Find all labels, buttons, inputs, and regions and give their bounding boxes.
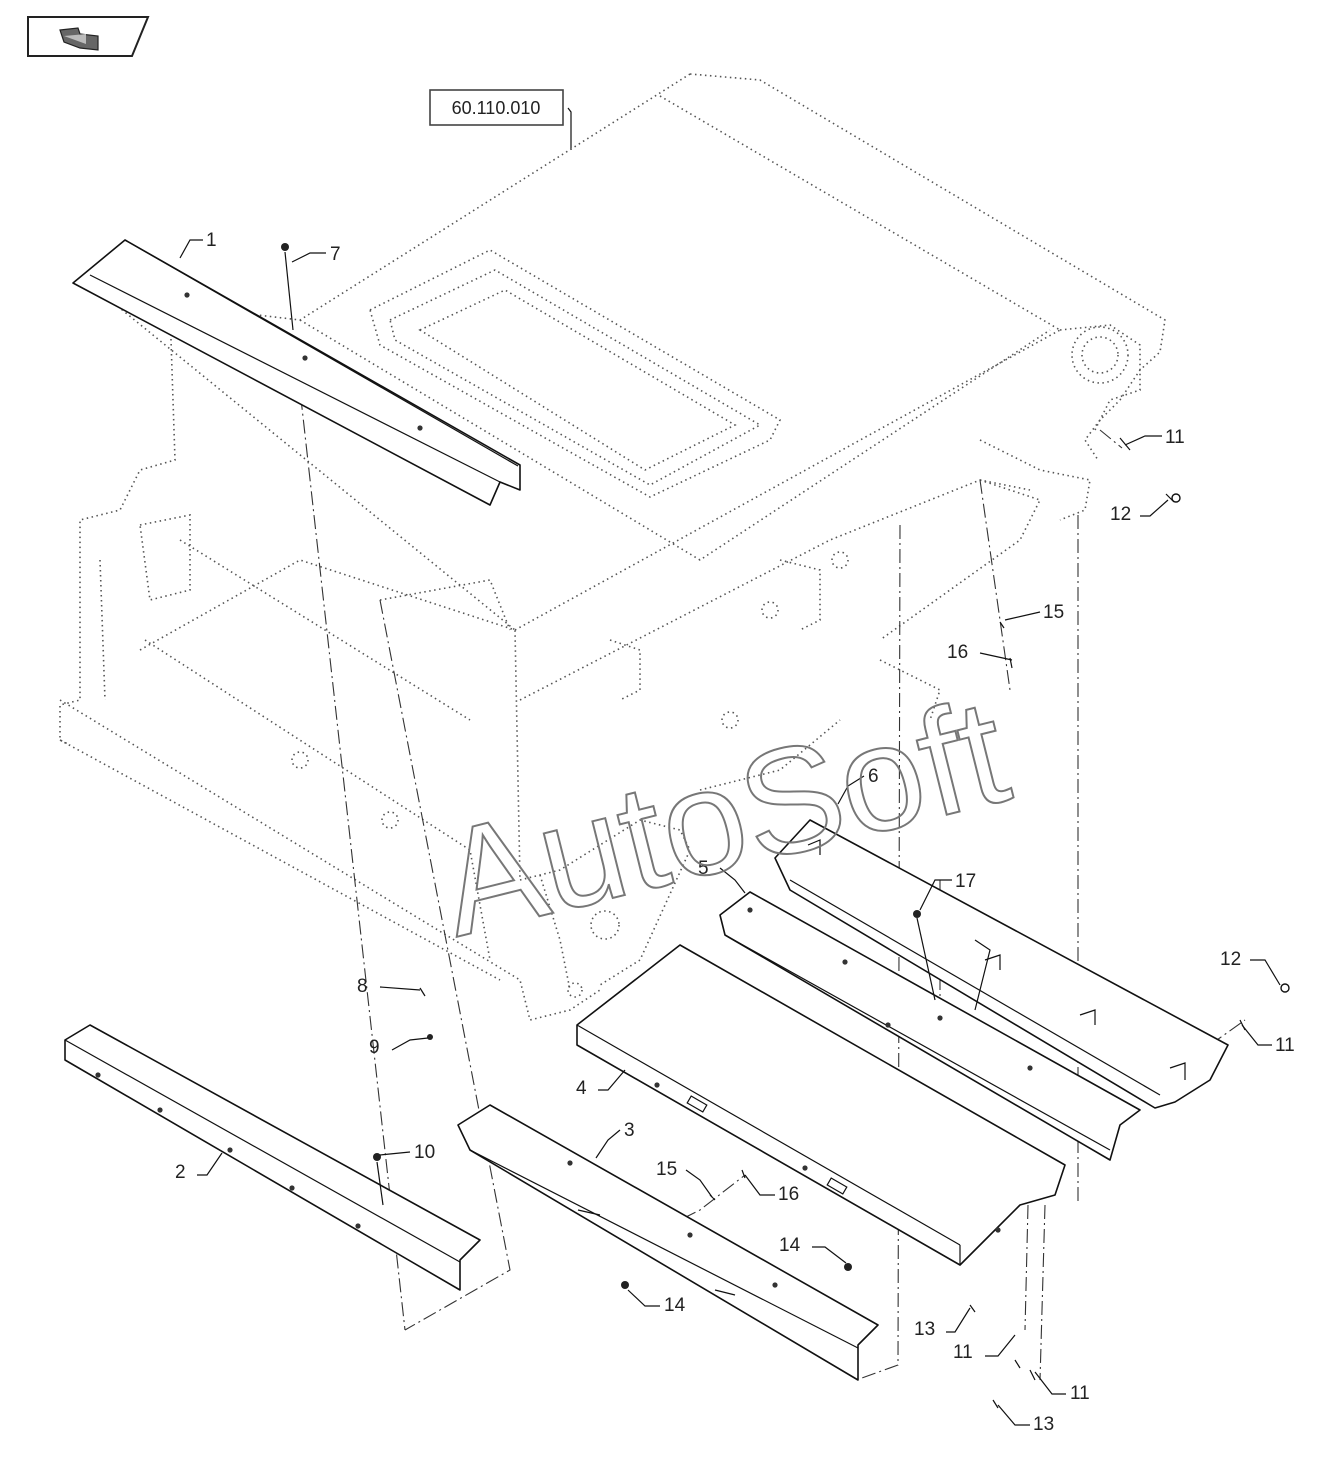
callout-12: 12 [1110,504,1131,525]
part-1-top-angle[interactable] [72,239,521,506]
bolt-7[interactable] [281,243,294,331]
callouts: 1 7 11 12 15 16 6 5 17 8 9 12 11 4 10 3 [175,230,1295,1435]
part-2-lower-angle[interactable] [64,1024,481,1291]
callout-11: 11 [1165,427,1185,448]
return-arrow-icon[interactable] [27,16,150,57]
callout-1: 1 [206,230,217,251]
callout-14: 14 [779,1235,801,1256]
callout-16b: 16 [778,1184,799,1205]
callout-7: 7 [330,244,341,265]
callout-6: 6 [868,766,879,787]
callout-3: 3 [624,1120,635,1141]
callout-5: 5 [698,858,709,879]
assembly-lines [297,371,1246,1381]
callout-11d: 11 [1070,1383,1090,1404]
bolt-10[interactable] [373,1153,384,1206]
part-6-top-step[interactable] [774,819,1229,1109]
part-3-lower-channel[interactable] [457,1104,879,1381]
callout-4: 4 [576,1078,587,1099]
callout-2: 2 [175,1162,186,1183]
part-4-step-platform[interactable] [576,944,1066,1266]
callout-15b: 15 [656,1159,677,1180]
callout-17: 17 [955,871,976,892]
callout-15: 15 [1043,602,1064,623]
callout-9: 9 [369,1037,380,1058]
callout-14b: 14 [664,1295,686,1316]
bolt-17[interactable] [913,910,936,1001]
hardware [419,437,1290,1409]
callout-12b: 12 [1220,949,1241,970]
callout-8: 8 [357,976,368,997]
callout-10: 10 [414,1142,435,1163]
callout-13: 13 [914,1319,935,1340]
reference-label: 60.110.010 [452,98,541,118]
reference-box[interactable]: 60.110.010 [429,89,572,150]
callout-16: 16 [947,642,968,663]
part-5-channel[interactable] [719,891,1141,1161]
callout-13b: 13 [1033,1414,1054,1435]
callout-11c: 11 [953,1342,973,1363]
callout-11b: 11 [1275,1035,1295,1056]
